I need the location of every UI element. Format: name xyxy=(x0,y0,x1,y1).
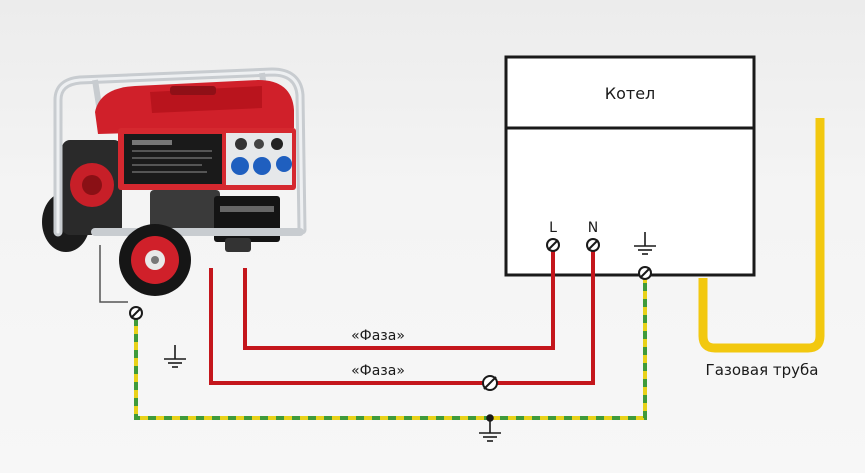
terminal-screw-icon xyxy=(482,375,498,391)
terminal-screw-icon xyxy=(586,238,600,252)
phase-label-2: «Фаза» xyxy=(351,363,405,379)
generator-illustration xyxy=(42,67,307,296)
boiler-unit: Котел L N xyxy=(504,55,756,277)
phase-label-1: «Фаза» xyxy=(351,328,405,344)
gas-pipe-label: Газовая труба xyxy=(706,361,819,379)
ground-symbol-icon xyxy=(479,414,501,442)
phase-wire-2 xyxy=(209,250,595,385)
terminal-screw-icon xyxy=(546,238,560,252)
gas-pipe: Газовая труба xyxy=(698,118,825,379)
terminal-label-n: N xyxy=(588,220,598,236)
ground-symbol-icon xyxy=(634,232,656,255)
ground-wire xyxy=(99,245,647,420)
boiler-label: Котел xyxy=(605,84,656,103)
terminal-screw-icon xyxy=(129,306,143,320)
phase-wire-1 xyxy=(243,250,555,350)
ground-symbol-icon xyxy=(164,345,186,368)
terminal-screw-icon xyxy=(638,266,652,280)
terminal-label-l: L xyxy=(549,220,557,236)
